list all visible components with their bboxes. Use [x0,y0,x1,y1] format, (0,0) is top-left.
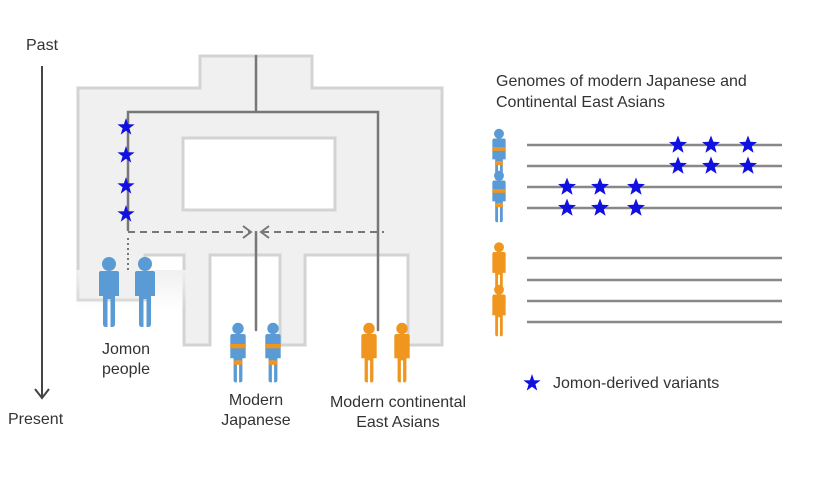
genomes-panel-title-line1: Genomes of modern Japanese and [496,73,747,90]
time-axis-present-label: Present [8,411,64,428]
star-icon [702,156,720,174]
mixed-person-icon [492,171,505,222]
modern-japanese-figures [230,323,280,383]
star-icon [558,198,576,216]
star-icon [591,177,609,195]
star-icon [669,135,687,153]
tree-inner-window [181,136,337,212]
modern-japanese-person-icon [230,323,245,383]
star-icon [117,205,135,222]
star-icon [739,135,757,153]
genome-rows [492,129,782,337]
star-icon [117,177,135,194]
star-icon [739,156,757,174]
modern-japanese-person-icon [265,323,280,383]
star-icon [669,156,687,174]
modern-japanese-label-line1: Modern [228,392,284,409]
star-icon [591,198,609,216]
star-icon [117,146,135,163]
time-axis-arrow [34,66,50,400]
continental-person-icon [361,322,377,383]
population-tree [76,54,444,347]
continental-person-icon [492,284,506,337]
jomon-label-line1: Jomon [101,341,151,358]
jomon-label-line2: people [101,361,151,378]
star-icon [627,198,645,216]
admixture-arrows [127,225,384,272]
star-icon [558,177,576,195]
continental-label-line2: East Asians [356,414,440,431]
legend-label: Jomon-derived variants [553,375,720,392]
continental-figures [361,322,410,383]
legend-star-icon [523,374,541,391]
jomon-branch-stars [117,118,135,222]
star-icon [702,135,720,153]
continental-label-line1: Modern continental [329,394,467,411]
star-icon [117,118,135,135]
genomes-panel-title-line2: Continental East Asians [496,94,665,111]
modern-japanese-label-line2: Japanese [221,412,291,429]
time-axis-past-label: Past [26,37,59,54]
star-icon [627,177,645,195]
